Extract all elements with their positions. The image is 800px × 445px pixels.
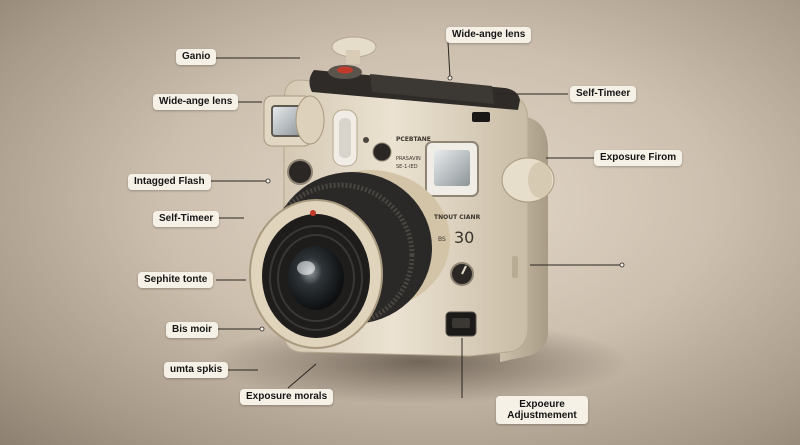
flash-reflector: [339, 118, 351, 158]
counter-prefix-text: BS: [438, 236, 446, 243]
mode-dial-pointer: [461, 265, 467, 275]
label-umta-spkis: umta spkis: [164, 362, 229, 378]
lens-red-dot: [310, 210, 316, 216]
leader-end-dot: [619, 262, 625, 268]
exposure-switch-inner: [452, 318, 470, 328]
label-self-timer-right: Self-Timeer: [570, 86, 637, 102]
label-bis-moir: Bis moir: [166, 322, 219, 338]
rangefinder-glass: [434, 150, 470, 186]
strap-lug: [512, 256, 518, 278]
counter-number-text: 30: [454, 228, 475, 247]
label-exposure-firom: Exposure Firom: [594, 150, 683, 166]
leader-end-dot: [447, 75, 453, 81]
camera-brand-text: PCEBTANE: [396, 136, 431, 143]
lens-highlight: [297, 261, 315, 275]
lens-barrel-ridge: [265, 182, 415, 328]
camera-model-line-2: SE-1-IED: [396, 164, 418, 170]
top-plate-grip: [370, 74, 494, 104]
leader-wide-top: [447, 41, 451, 79]
label-ganio: Ganio: [176, 49, 217, 65]
leader-end-dot: [259, 326, 265, 332]
label-wide-angle-lens-left: Wide-ange lens: [153, 94, 239, 110]
lens-ribs-2: [277, 234, 355, 322]
sensor-dot-small: [363, 137, 369, 143]
label-exposure-morals: Exposure morals: [240, 389, 334, 405]
label-integrated-flash: Intagged Flash: [128, 174, 211, 190]
top-dial-stem: [346, 50, 360, 64]
lens-ribs-1: [269, 225, 363, 331]
label-exposure-adjustment: Expoeure Adjustmement: [496, 396, 588, 424]
leader-exposure-morals: [287, 363, 317, 389]
viewfinder-ring: [295, 95, 325, 145]
counter-label-text: TNOUT CIANR: [434, 214, 481, 221]
label-self-timer-left: Self-Timeer: [153, 211, 220, 227]
top-slot: [472, 112, 490, 122]
light-sensor: [287, 159, 313, 185]
label-wide-angle-lens-top: Wide-ange lens: [446, 27, 532, 43]
camera-model-line-1: PRASAVIN: [396, 156, 421, 162]
sensor-dot: [372, 142, 392, 162]
leader-end-dot: [265, 178, 271, 184]
shutter-button-accent: [337, 66, 353, 74]
lens-glass: [288, 246, 344, 310]
label-sephite-tonte: Sephite tonte: [138, 272, 214, 288]
side-knob-cap: [528, 162, 552, 198]
